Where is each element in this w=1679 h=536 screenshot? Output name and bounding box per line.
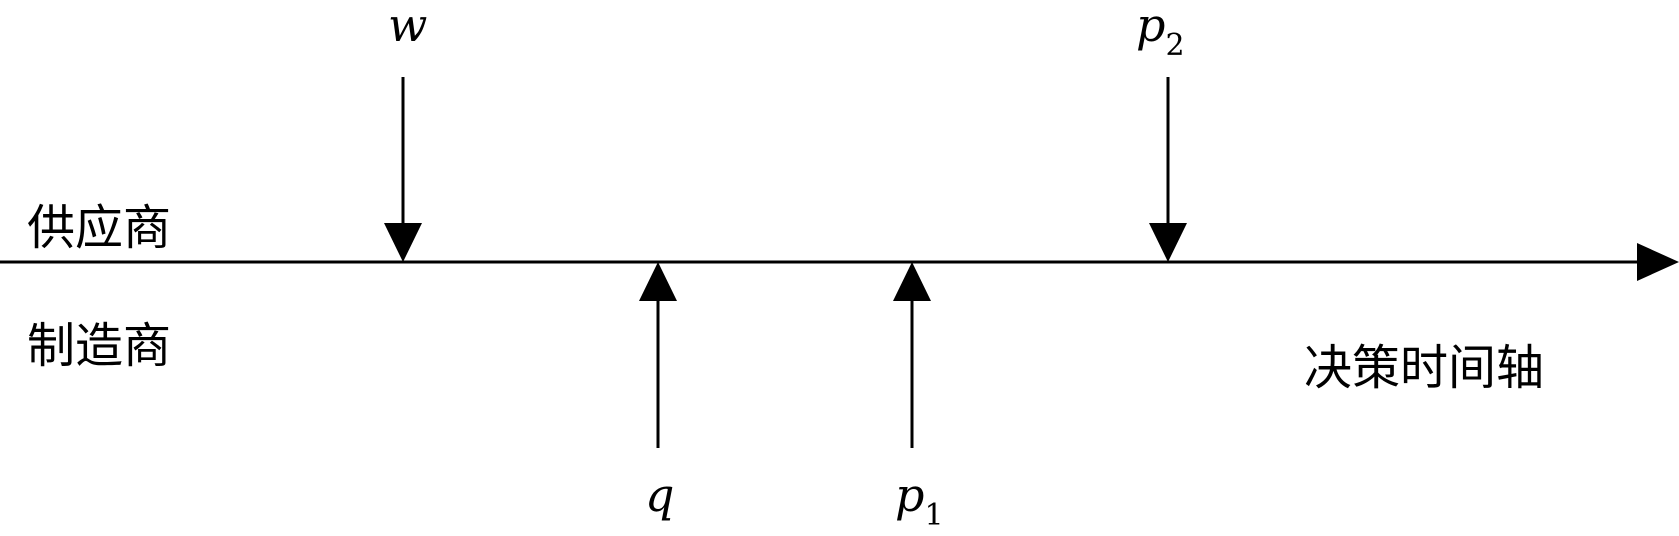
q-label: q [645, 468, 675, 522]
manufacturer-label: 制造商 [27, 318, 172, 374]
axis-label: 决策时间轴 [1304, 340, 1545, 396]
time-axis-arrowhead [1637, 243, 1679, 281]
w-label: w [388, 0, 428, 52]
w-arrowhead [384, 223, 422, 262]
p1-label: p1 [895, 468, 944, 533]
p2-arrowhead [1149, 223, 1187, 262]
q-arrowhead [639, 262, 677, 301]
p1-arrowhead [893, 262, 931, 301]
p2-label: p2 [1136, 0, 1185, 63]
supplier-label: 供应商 [27, 200, 172, 256]
